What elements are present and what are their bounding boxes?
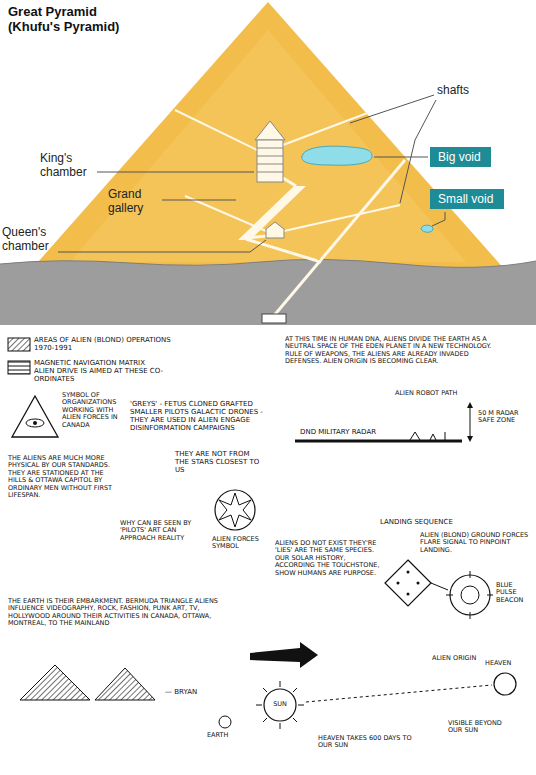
pyramid-shade — [70, 30, 466, 262]
relieving-chambers — [257, 148, 283, 172]
sketch-line — [431, 583, 448, 590]
ground-line — [0, 259, 536, 267]
passages — [246, 160, 405, 318]
eye-pupil — [33, 421, 37, 425]
handwritten-note: 50 M RADAR SAFE ZONE — [478, 410, 530, 425]
handwritten-note: BLUE PULSE BEACON — [496, 582, 532, 604]
signature: — BRYAN — [165, 688, 225, 696]
legend-text: AREAS OF ALIEN (BLOND) OPERATIONS 1970-1… — [34, 336, 184, 352]
subterranean-chamber — [262, 314, 286, 323]
handwritten-note: THEY ARE NOT FROM THE STARS CLOSEST TO U… — [175, 450, 265, 474]
handwritten-note: EARTH — [207, 732, 247, 739]
handwritten-note: DND MILITARY RADAR — [300, 428, 400, 436]
handwritten-note: THE ALIENS ARE MUCH MORE PHYSICAL BY OUR… — [8, 455, 120, 500]
handwritten-note: THE EARTH IS THEIR EMBARKMENT. BERMUDA T… — [8, 598, 243, 628]
landing-diamond — [385, 560, 431, 606]
handwritten-note: 'GREYS' - FETUS CLONED GRAFTED SMALLER P… — [130, 400, 270, 432]
queens-chamber — [266, 222, 284, 238]
handwritten-note: ALIEN ROBOT PATH — [395, 390, 485, 397]
grand-gallery — [238, 186, 306, 240]
small-void-shape — [421, 225, 433, 232]
small-pyramid — [20, 665, 90, 700]
handwritten-note: ALIENS DO NOT EXIST THEY'RE 'LIES' ARE T… — [275, 540, 380, 577]
sun-rays — [256, 681, 304, 729]
part-label: Queen's chamber — [2, 226, 64, 254]
beacon — [450, 575, 490, 615]
handwritten-note: ALIEN FORCES SYMBOL — [212, 536, 272, 551]
handwritten-note: SYMBOL OF ORGANIZATIONS WORKING WITH ALI… — [62, 392, 124, 429]
black-arrow — [250, 642, 318, 668]
eye-triangle-symbol — [12, 396, 58, 437]
arrowhead — [467, 436, 473, 442]
sun — [264, 689, 296, 721]
dashed-line — [306, 685, 492, 702]
legend-hatch-swatch — [8, 338, 30, 351]
part-label: Grand gallery — [108, 188, 163, 216]
handwritten-note: ALIEN (BLOND) GROUND FORCES FLARE SIGNAL… — [420, 532, 530, 554]
part-label: shafts — [437, 84, 497, 98]
kings-chamber — [257, 140, 283, 182]
handwritten-note: LANDING SEQUENCE — [380, 518, 510, 526]
handwritten-note: VISIBLE BEYOND OUR SUN — [448, 720, 510, 735]
star — [219, 493, 251, 527]
handwritten-note: WHY CAN BE SEEN BY 'PILOTS' ART CAN APPR… — [120, 520, 208, 542]
radar-line — [295, 440, 462, 443]
safe-zone-arrow — [470, 404, 471, 440]
handwritten-note: SUN — [266, 701, 294, 708]
radar-figures — [410, 432, 445, 440]
beacon-rays — [446, 571, 493, 619]
diagram-title: Great Pyramid (Khufu's Pyramid) — [8, 5, 133, 35]
alien-forces-symbol — [215, 490, 255, 530]
landing-dots — [397, 571, 420, 596]
handwritten-note: ALIEN ORIGIN — [432, 655, 477, 662]
arrowhead — [467, 402, 473, 408]
eye — [26, 419, 44, 427]
handwritten-note: AT THIS TIME IN HUMAN DNA, ALIENS DIVIDE… — [285, 336, 495, 366]
legend-stripe-swatch — [8, 361, 30, 374]
leader-lines — [58, 95, 445, 252]
kings-chamber-roof — [255, 121, 285, 140]
handwritten-note: HEAVEN — [485, 660, 530, 667]
legend-text: MAGNETIC NAVIGATION MATRIX ALIEN DRIVE I… — [34, 359, 164, 383]
big-void-shape — [302, 146, 372, 165]
small-pyramid — [95, 668, 155, 700]
beacon-inner — [461, 586, 479, 604]
node-text: Small void — [438, 192, 493, 206]
shafts — [175, 110, 400, 231]
void-label-box: Big void — [430, 147, 491, 167]
pyramid — [22, 2, 514, 280]
node-text: Big void — [438, 150, 481, 164]
void-label-box: Small void — [430, 189, 504, 209]
part-label: King's chamber — [40, 152, 100, 180]
earth — [219, 716, 231, 728]
ground — [0, 259, 536, 325]
heaven-circle — [494, 673, 516, 695]
handwritten-note: HEAVEN TAKES 600 DAYS TO OUR SUN — [318, 735, 413, 750]
